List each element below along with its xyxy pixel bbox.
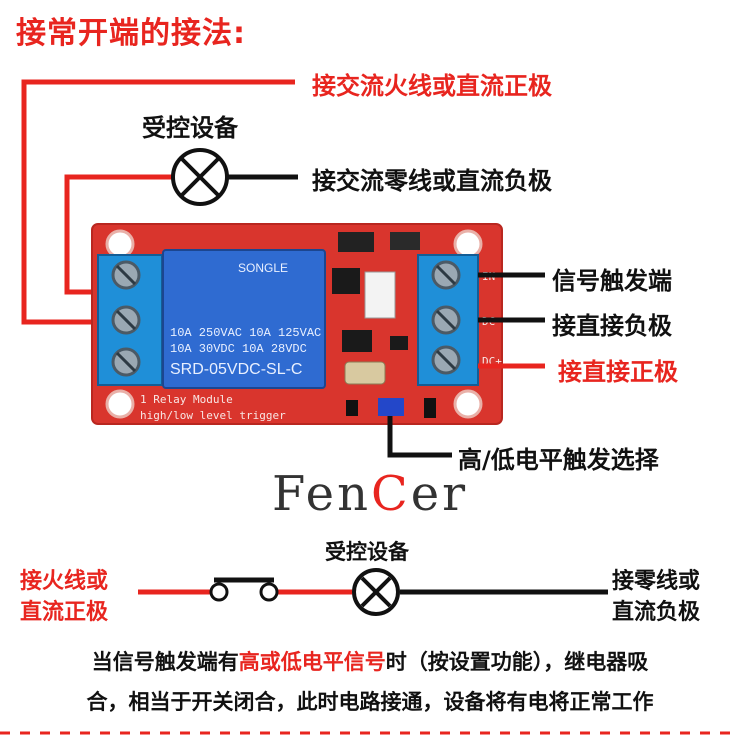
label-signal-trigger: 信号触发端	[552, 267, 672, 295]
description-line-1: 当信号触发端有高或低电平信号时（按设置功能），继电器吸	[0, 646, 740, 676]
device-lamp-icon	[171, 148, 229, 206]
brand-part-1: Fen	[272, 466, 371, 522]
module-label: 1 Relay Module	[140, 393, 233, 406]
label-ac-live-dc-pos: 接交流火线或直流正极	[312, 72, 552, 100]
label-controlled-device: 受控设备	[142, 114, 238, 142]
description-line-2: 合，相当于开关闭合，此时电路接通，设备将有电将正常工作	[86, 690, 654, 714]
bottom-device-lamp-icon	[352, 568, 400, 616]
bottom-label-device: 受控设备	[325, 540, 409, 564]
brand-logo: FenCer	[272, 466, 468, 522]
device-wire-left	[64, 174, 172, 295]
relay-model: SRD-05VDC-SL-C	[170, 361, 302, 378]
label-connect-neg: 接直接负极	[552, 312, 672, 340]
bottom-label-left-1: 接火线或	[20, 569, 109, 594]
description-part-1: 当信号触发端有	[91, 650, 239, 674]
bottom-label-right-2: 直流负极	[612, 600, 701, 625]
label-ac-neutral-dc-neg: 接交流零线或直流负极	[312, 167, 552, 195]
brand-part-3: er	[410, 466, 469, 522]
relay-module-board	[91, 223, 503, 425]
relay-rating-1: 10A 250VAC 10A 125VAC	[170, 326, 321, 340]
relay-brand: SONGLE	[238, 261, 288, 275]
jumper-wire	[387, 416, 452, 458]
label-level-select: 高/低电平触发选择	[458, 446, 659, 474]
description-highlight: 高或低电平信号	[238, 650, 386, 674]
bottom-label-right-1: 接零线或	[612, 569, 701, 594]
label-connect-pos: 接直接正极	[558, 358, 678, 386]
relay-rating-2: 10A 30VDC 10A 28VDC	[170, 342, 307, 356]
switch-icon	[209, 577, 279, 602]
page-title: 接常开端的接法:	[16, 16, 246, 51]
bottom-label-left-2: 直流正极	[20, 600, 109, 625]
description-part-2: 时（按设置功能），继电器吸	[385, 650, 649, 674]
module-trigger-label: high/low level trigger	[140, 409, 286, 422]
brand-part-2: C	[371, 466, 411, 522]
live-wire	[21, 79, 295, 325]
